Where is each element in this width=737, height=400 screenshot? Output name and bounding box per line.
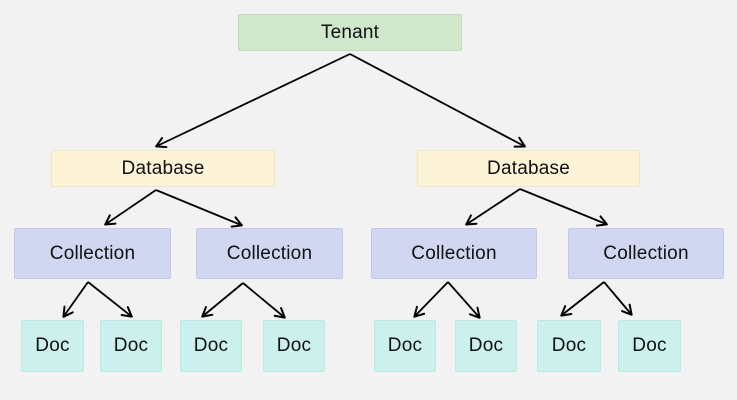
collection-label: Collection bbox=[49, 242, 136, 264]
doc-node-6: Doc bbox=[537, 320, 601, 372]
edge-collection-0-doc-0 bbox=[62, 281, 89, 318]
database-label: Database bbox=[121, 157, 205, 179]
collection-node-3: Collection bbox=[568, 228, 724, 279]
doc-label: Doc bbox=[468, 335, 504, 356]
doc-node-0: Doc bbox=[21, 320, 84, 372]
edge-collection-1-doc-3 bbox=[242, 282, 286, 319]
edge-database-0-collection-1 bbox=[155, 189, 243, 228]
doc-node-4: Doc bbox=[374, 320, 436, 372]
doc-label: Doc bbox=[193, 335, 229, 356]
doc-node-1: Doc bbox=[100, 320, 162, 372]
doc-node-3: Doc bbox=[263, 320, 325, 372]
doc-node-7: Doc bbox=[618, 320, 681, 372]
collection-node-0: Collection bbox=[14, 228, 171, 279]
collection-label: Collection bbox=[603, 242, 689, 264]
database-node-0: Database bbox=[51, 150, 275, 187]
edge-database-1-collection-3 bbox=[519, 188, 608, 227]
edge-collection-2-doc-4 bbox=[413, 281, 449, 318]
edge-tenant-database-0 bbox=[155, 53, 351, 149]
database-label: Database bbox=[487, 157, 570, 179]
edge-database-1-collection-2 bbox=[465, 188, 521, 226]
tenant-node: Tenant bbox=[238, 14, 462, 51]
doc-label: Doc bbox=[551, 335, 587, 356]
doc-label: Doc bbox=[35, 335, 70, 356]
collection-node-2: Collection bbox=[371, 228, 537, 279]
collection-node-1: Collection bbox=[196, 228, 343, 279]
doc-label: Doc bbox=[276, 335, 312, 356]
tenant-label: Tenant bbox=[320, 21, 380, 43]
collection-label: Collection bbox=[226, 242, 313, 264]
edge-database-0-collection-0 bbox=[104, 189, 157, 226]
doc-label: Doc bbox=[632, 335, 667, 356]
edge-tenant-database-1 bbox=[349, 53, 526, 148]
database-node-1: Database bbox=[417, 150, 640, 187]
edge-collection-0-doc-1 bbox=[87, 281, 133, 318]
edge-collection-1-doc-2 bbox=[201, 282, 244, 318]
edge-collection-3-doc-6 bbox=[560, 281, 605, 317]
doc-label: Doc bbox=[387, 335, 423, 356]
edge-collection-2-doc-5 bbox=[447, 281, 481, 319]
doc-node-5: Doc bbox=[455, 320, 517, 372]
doc-label: Doc bbox=[113, 335, 149, 356]
doc-node-2: Doc bbox=[180, 320, 242, 372]
collection-label: Collection bbox=[411, 242, 497, 264]
edge-collection-3-doc-7 bbox=[603, 281, 633, 316]
